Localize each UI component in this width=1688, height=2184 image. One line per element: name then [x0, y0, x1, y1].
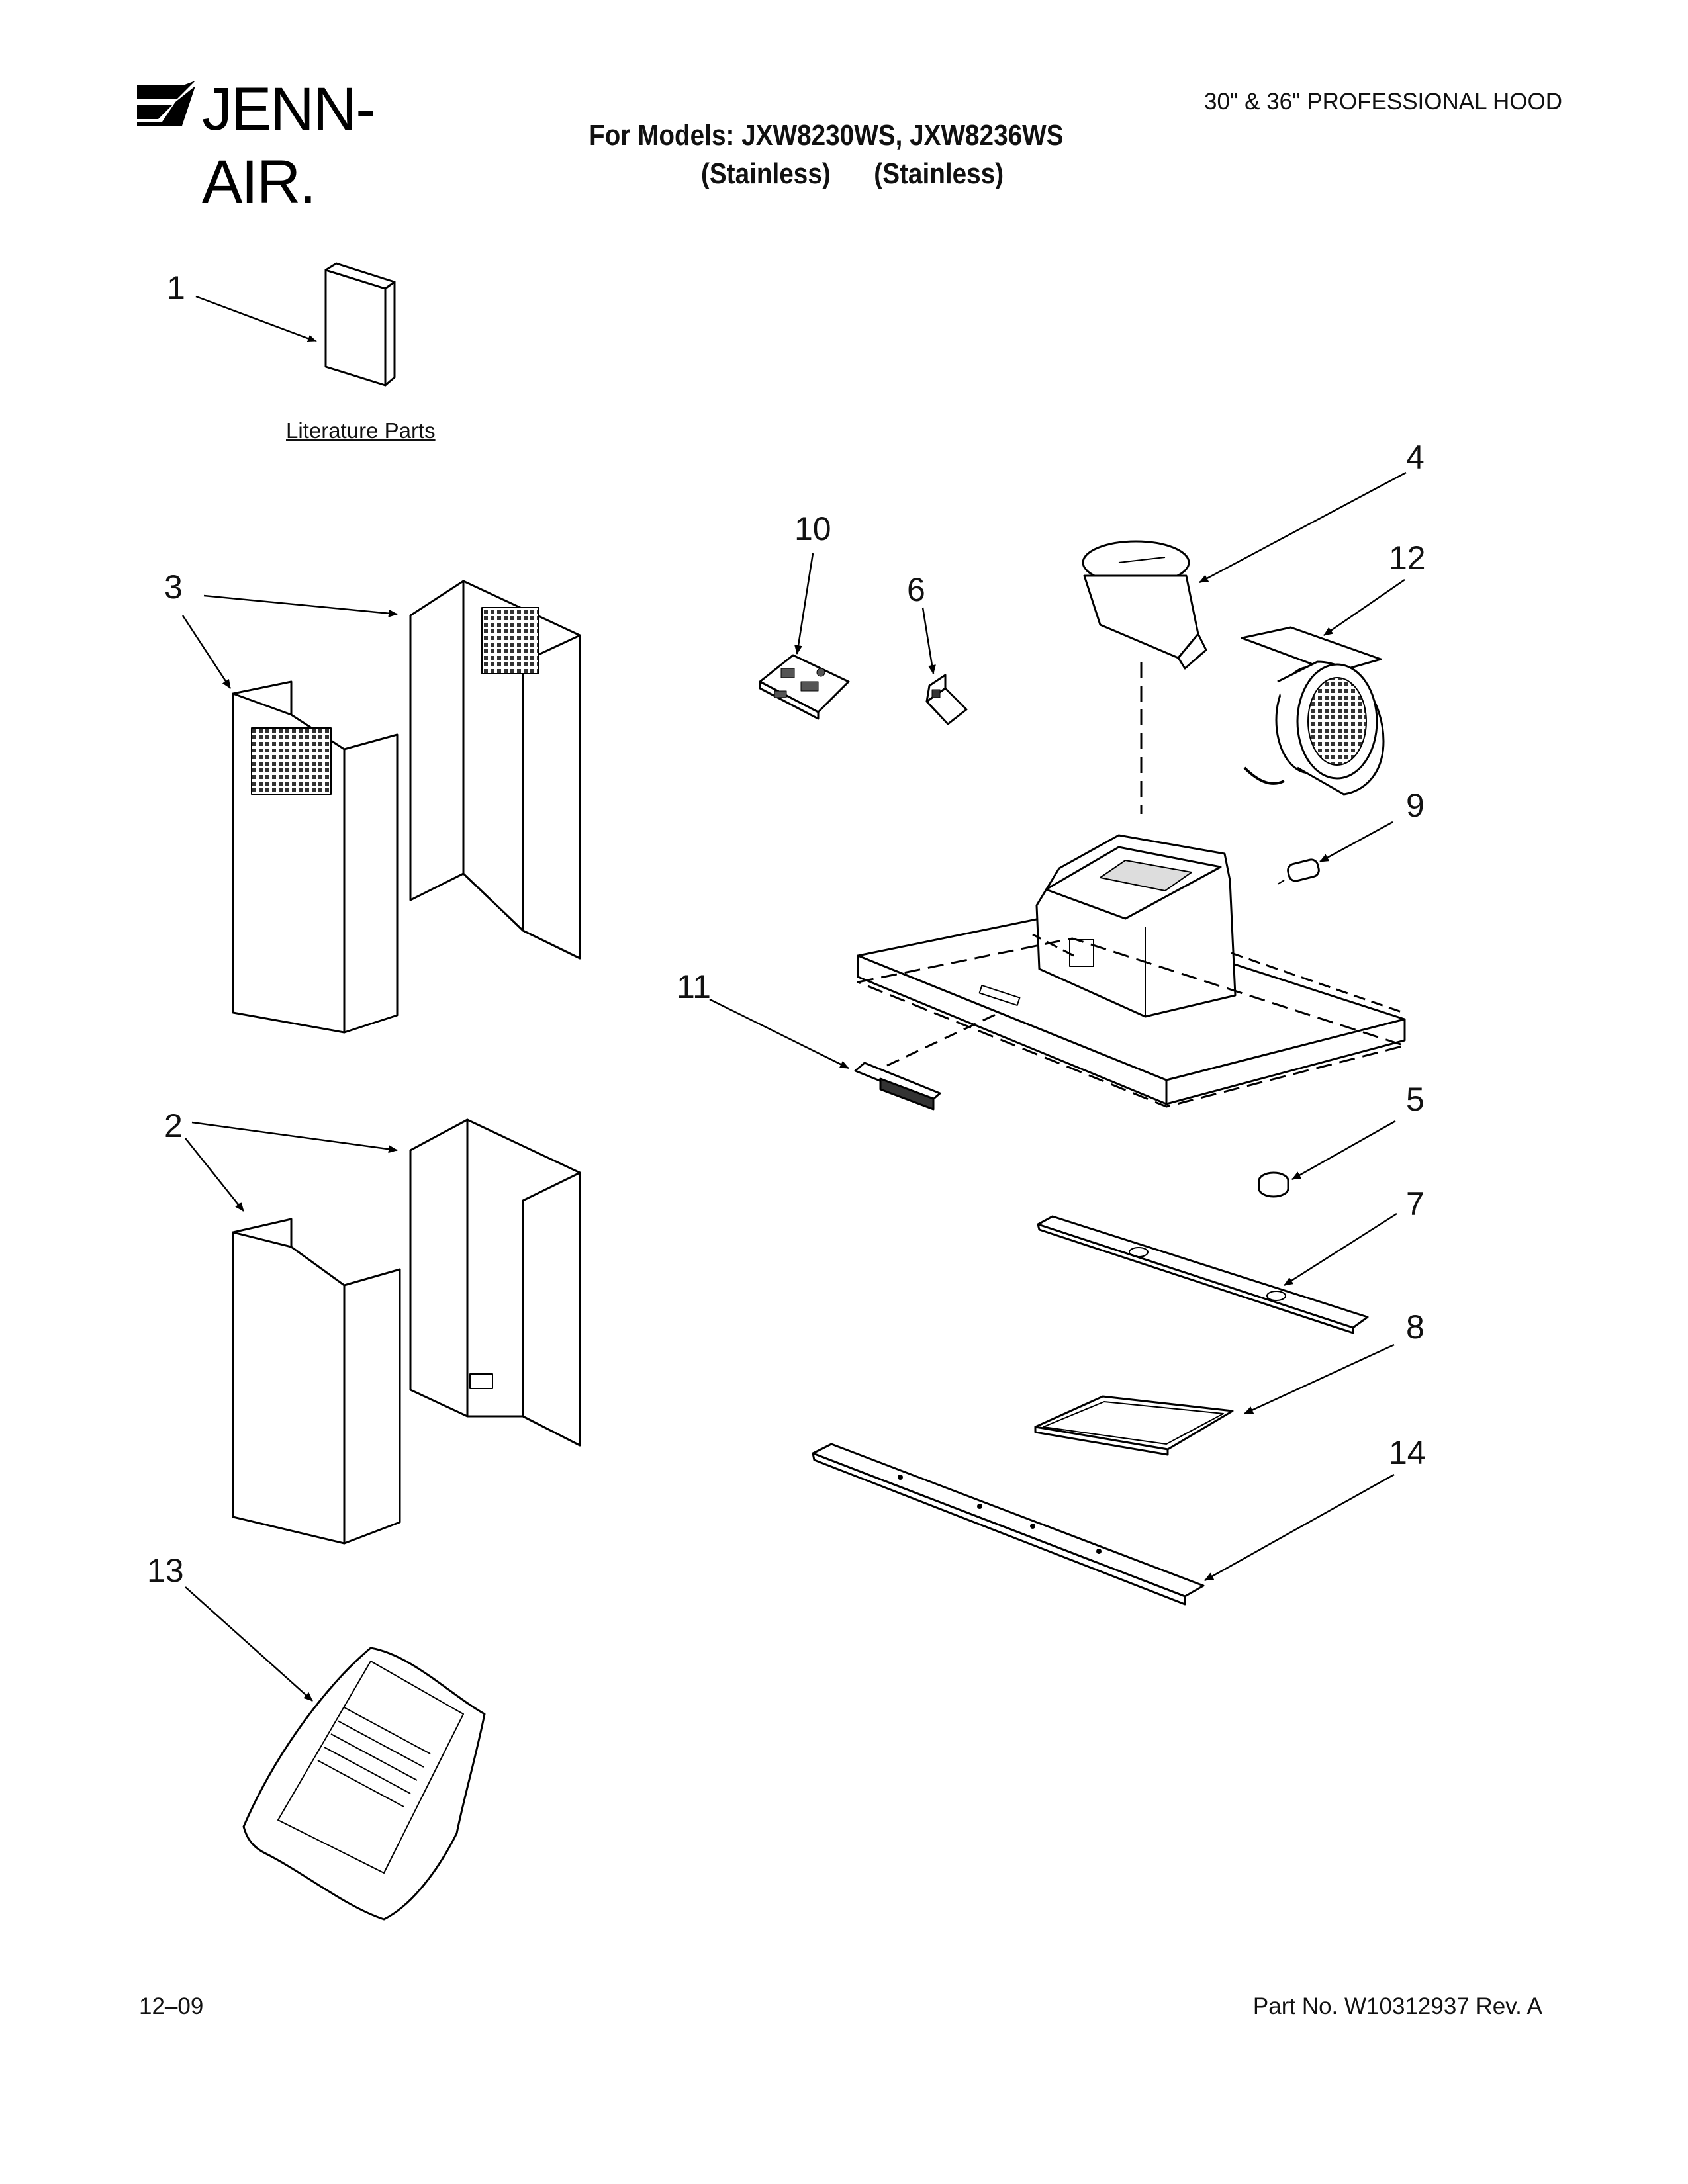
- models-line: For Models: JXW8230WS, JXW8236WS: [589, 119, 1064, 152]
- part-capacitor: [1277, 858, 1320, 885]
- part-literature-booklet: [324, 262, 396, 387]
- callout-12: 12: [1389, 539, 1426, 576]
- part-duct-transition: [1082, 540, 1207, 670]
- callout-11: 11: [677, 968, 711, 1005]
- callout-7: 7: [1406, 1185, 1425, 1222]
- callout-1: 1: [167, 269, 185, 306]
- part-blower-assembly: [1241, 626, 1385, 796]
- part-hood-body: [857, 834, 1406, 1108]
- part-instruction-sheet: [242, 1647, 486, 1921]
- callout-10: 10: [794, 510, 831, 547]
- callout-6: 6: [907, 571, 925, 608]
- literature-parts-label: Literature Parts: [286, 418, 436, 443]
- part-control-panel: [1037, 1215, 1369, 1334]
- revision-date: 12–09: [139, 1993, 204, 2019]
- callout-5: 5: [1406, 1081, 1425, 1118]
- part-upper-duct-cover: [232, 580, 581, 1034]
- part-number: Part No. W10312937 Rev. A: [1252, 1993, 1542, 2019]
- part-bottom-trim: [812, 1443, 1205, 1606]
- part-grease-filter: [1034, 1395, 1234, 1456]
- logo-wordmark: JENN-AIR.: [202, 75, 376, 216]
- callout-9: 9: [1406, 787, 1425, 824]
- callout-13: 13: [147, 1552, 184, 1589]
- leader-lines: [181, 295, 1407, 1702]
- brand-logo: JENN-AIR.: [136, 73, 480, 216]
- callout-8: 8: [1406, 1308, 1425, 1345]
- finish-label-1: (Stainless): [700, 158, 831, 190]
- part-control-board: [759, 654, 850, 720]
- product-line-title: 30" & 36" PROFESSIONAL HOOD: [1204, 89, 1562, 114]
- callout-14: 14: [1389, 1434, 1426, 1471]
- callout-2: 2: [164, 1107, 183, 1144]
- part-control-knob: [1258, 1171, 1289, 1198]
- callout-4: 4: [1406, 439, 1425, 476]
- finish-label-2: (Stainless): [874, 158, 1004, 190]
- jenn-air-mark-icon: [137, 81, 195, 126]
- part-light-assembly: [854, 1062, 941, 1111]
- part-switch-module: [925, 674, 968, 725]
- model-list: For Models: JXW8230WS, JXW8236WS (Stainl…: [589, 119, 1064, 190]
- callout-3: 3: [164, 569, 183, 606]
- part-lower-duct-cover: [232, 1118, 581, 1545]
